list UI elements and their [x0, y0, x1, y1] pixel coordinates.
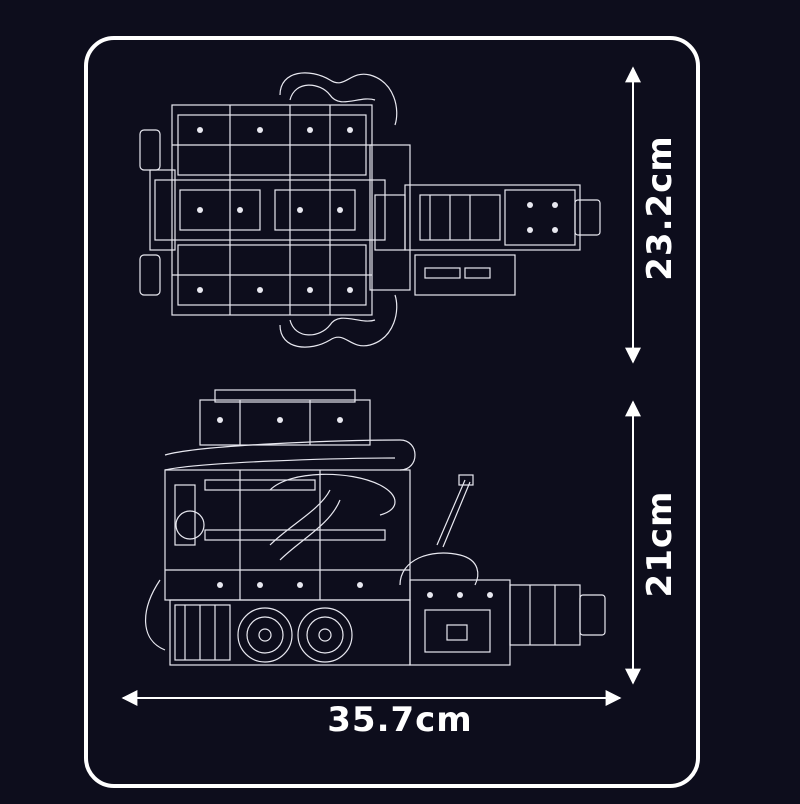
- width-dimension-label: 35.7cm: [327, 700, 473, 740]
- frame-border: [84, 36, 700, 788]
- engine-side-view: [145, 389, 606, 666]
- side-view-height-label: 21cm: [640, 490, 680, 598]
- top-view-height-label: 23.2cm: [640, 135, 680, 281]
- engine-top-view: [139, 72, 601, 348]
